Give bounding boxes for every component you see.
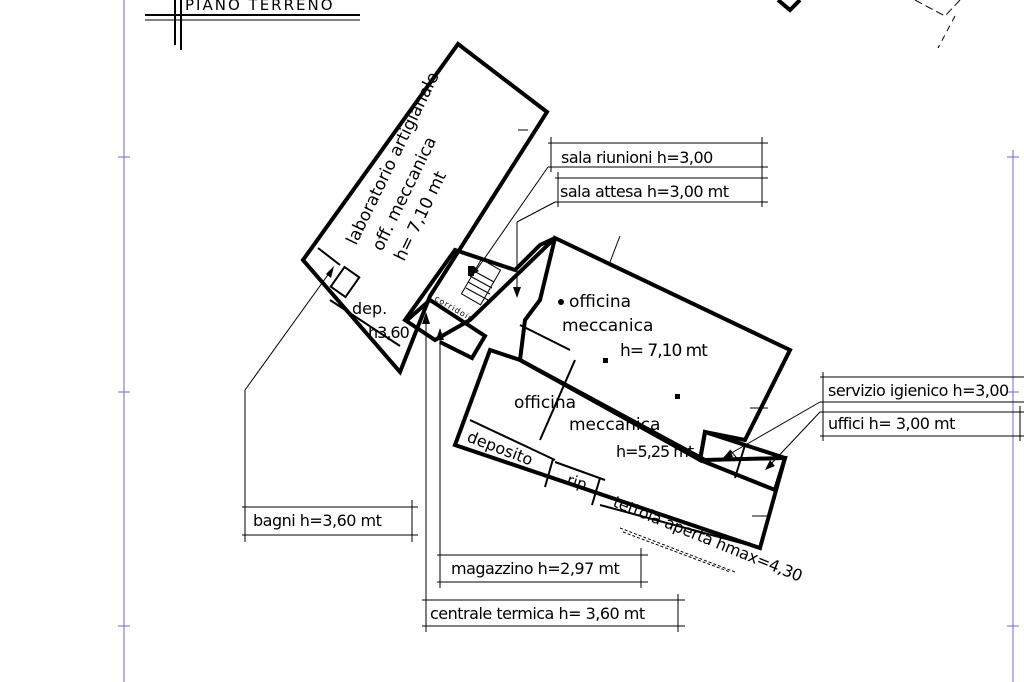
callouts: sala riunioni h=3,00 sala attesa h=3,00 …: [242, 137, 1024, 632]
room-officina-upper-line1: officina: [569, 292, 631, 312]
callout-centrale-termica: centrale termica h= 3,60 mt: [422, 312, 685, 632]
callout-centrale-termica-label: centrale termica h= 3,60 mt: [430, 604, 645, 623]
callout-servizio-igienico: servizio igienico h=3,00: [722, 372, 1024, 459]
callout-bagni: bagni h=3,60 mt: [242, 266, 418, 542]
callout-uffici: uffici h= 3,00 mt: [765, 406, 1024, 470]
building-walls: [300, 41, 793, 573]
central-block: [402, 236, 557, 343]
callout-magazzino: magazzino h=2,97 mt: [436, 328, 648, 588]
tick-marks: [518, 129, 770, 517]
callout-uffici-label: uffici h= 3,00 mt: [828, 414, 955, 433]
title-label: PIANO TERRENO: [185, 0, 335, 14]
laboratorio-outline: [300, 41, 550, 376]
callout-sala-riunioni-label: sala riunioni h=3,00: [561, 148, 713, 167]
callout-magazzino-label: magazzino h=2,97 mt: [451, 559, 619, 578]
room-officina-lower-line3: h=5,25 mt: [616, 442, 694, 461]
room-dep-line2: h3,60: [368, 323, 410, 342]
room-officina-lower-line1: officina: [514, 393, 576, 413]
callout-servizio-igienico-label: servizio igienico h=3,00: [828, 381, 1009, 400]
room-officina-upper-line3: h= 7,10 mt: [620, 341, 708, 361]
room-tettoia: tettoia aperta hmax=4,30: [611, 492, 806, 585]
callout-sala-attesa-label: sala attesa h=3,00 mt: [560, 182, 729, 201]
stair: [460, 258, 502, 306]
sheet-frame: [118, 0, 1019, 682]
room-dep-line1: dep.: [352, 299, 387, 318]
neighbor-building: [776, 0, 961, 49]
room-officina-lower-line2: meccanica: [569, 415, 660, 435]
callout-bagni-label: bagni h=3,60 mt: [253, 511, 382, 530]
title-block: PIANO TERRENO: [145, 0, 360, 50]
callout-sala-riunioni: sala riunioni h=3,00: [470, 137, 768, 276]
callout-sala-attesa: sala attesa h=3,00 mt: [513, 172, 768, 298]
room-officina-upper-line2: meccanica: [562, 316, 653, 336]
